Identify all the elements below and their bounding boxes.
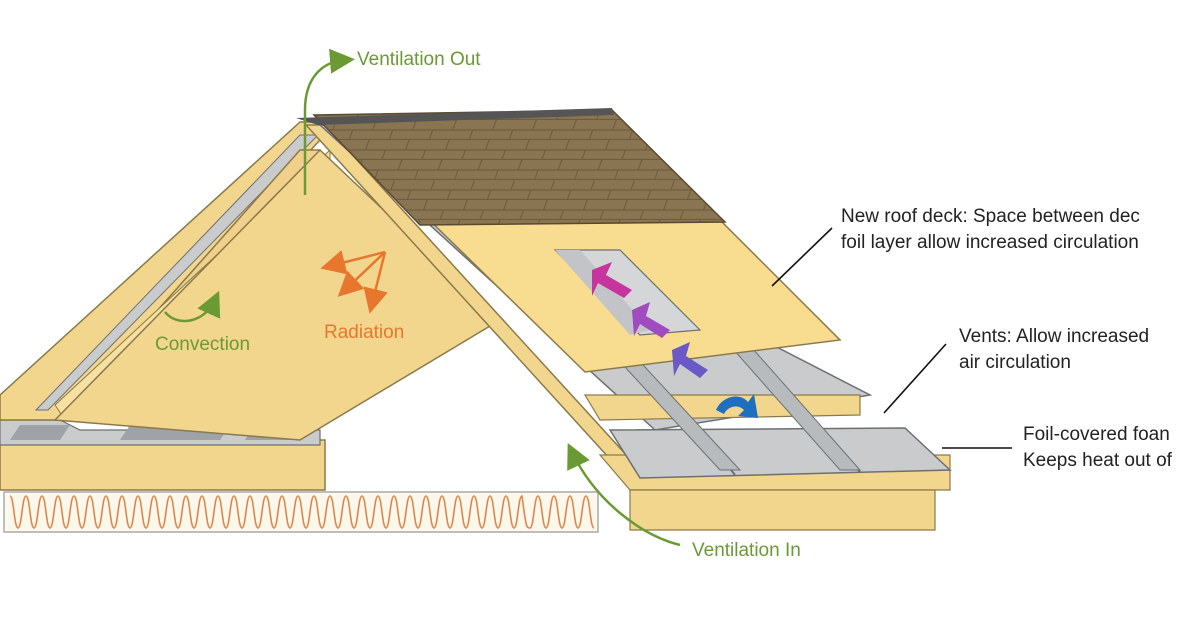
ventilation-in-label: Ventilation In bbox=[692, 540, 801, 561]
roof-deck-label-line1: New roof deck: Space between dec bbox=[841, 206, 1140, 227]
ventilation-out-arrow bbox=[303, 48, 355, 195]
convection-label: Convection bbox=[155, 334, 251, 355]
radiation-label: Radiation bbox=[324, 322, 405, 343]
ventilation-out-label: Ventilation Out bbox=[357, 49, 481, 70]
roof-deck-label-line2: foil layer allow increased circulation bbox=[841, 232, 1139, 253]
convection-arrow bbox=[164, 290, 221, 323]
airflow-arrow-4 bbox=[716, 394, 758, 418]
vents-label-line1: Vents: Allow increased bbox=[959, 326, 1150, 347]
foil-label-line1: Foil-covered foan bbox=[1023, 424, 1170, 445]
left-framing bbox=[0, 419, 326, 491]
airflow-arrow-1 bbox=[592, 262, 632, 298]
airflow-arrow-2 bbox=[632, 302, 670, 338]
roof-deck-leader bbox=[771, 227, 833, 287]
vents-label-line2: air circulation bbox=[959, 352, 1071, 373]
vents-leader bbox=[883, 343, 947, 414]
airflow-arrow-3 bbox=[672, 342, 708, 378]
ventilation-in-arrow bbox=[567, 442, 681, 547]
insulation-batt bbox=[3, 491, 599, 533]
foil-label-line2: Keeps heat out of bbox=[1023, 450, 1172, 471]
radiation-arrows bbox=[320, 250, 388, 314]
left-roof-slope bbox=[0, 121, 502, 441]
airflow-arrows bbox=[592, 262, 758, 418]
